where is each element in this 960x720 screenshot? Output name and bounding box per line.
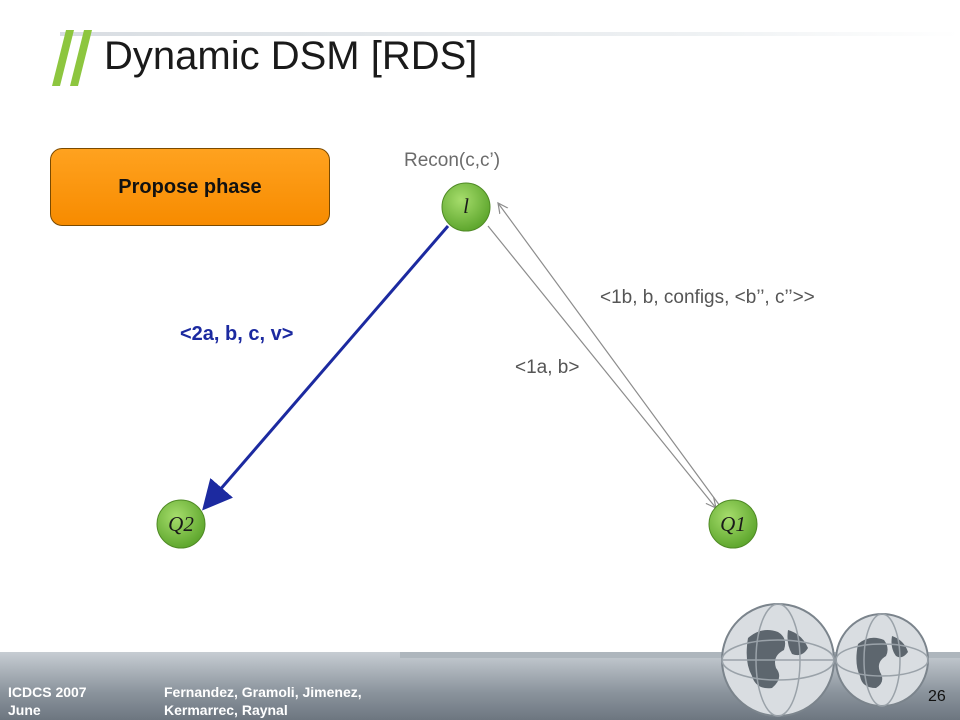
message-from-q1: <1a, b> (515, 357, 580, 378)
message-to-q1: <1b, b, configs, <b’’, c’’>> (600, 287, 815, 308)
arrow-leader-to-q2 (202, 225, 450, 511)
arrow-q1-to-leader (498, 203, 721, 507)
recon-label: Recon(c,c’) (404, 150, 501, 171)
message-to-q2: <2a, b, c, v> (180, 323, 294, 345)
propose-phase-box: Propose phase (50, 148, 330, 226)
footer-authors-line2: Kermarrec, Raynal (164, 702, 288, 718)
slide-title: Dynamic DSM [RDS] (104, 34, 478, 78)
footer-conference-line2: June (8, 702, 41, 718)
node-q1-label: Q1 (720, 512, 746, 536)
globe-icon-small (835, 613, 929, 707)
footer-conference-line1: ICDCS 2007 (8, 684, 87, 700)
node-q2 (156, 499, 206, 549)
title-rule (60, 32, 960, 36)
arrow-leader-to-q1 (487, 225, 716, 508)
node-leader-label: l (463, 194, 469, 218)
title-slashes-logo (52, 30, 92, 86)
phase-label: Propose phase (118, 175, 262, 198)
footer-authors: Fernandez, Gramoli, Jimenez, Kermarrec, … (164, 683, 362, 719)
footer-conference: ICDCS 2007 June (8, 683, 87, 719)
footer-authors-line1: Fernandez, Gramoli, Jimenez, (164, 684, 362, 700)
globe-icon (721, 603, 835, 717)
node-q2-label: Q2 (168, 512, 194, 536)
page-number: 26 (928, 688, 946, 705)
node-q1 (708, 499, 758, 549)
footer-stripe (400, 652, 960, 658)
node-leader (441, 182, 491, 232)
